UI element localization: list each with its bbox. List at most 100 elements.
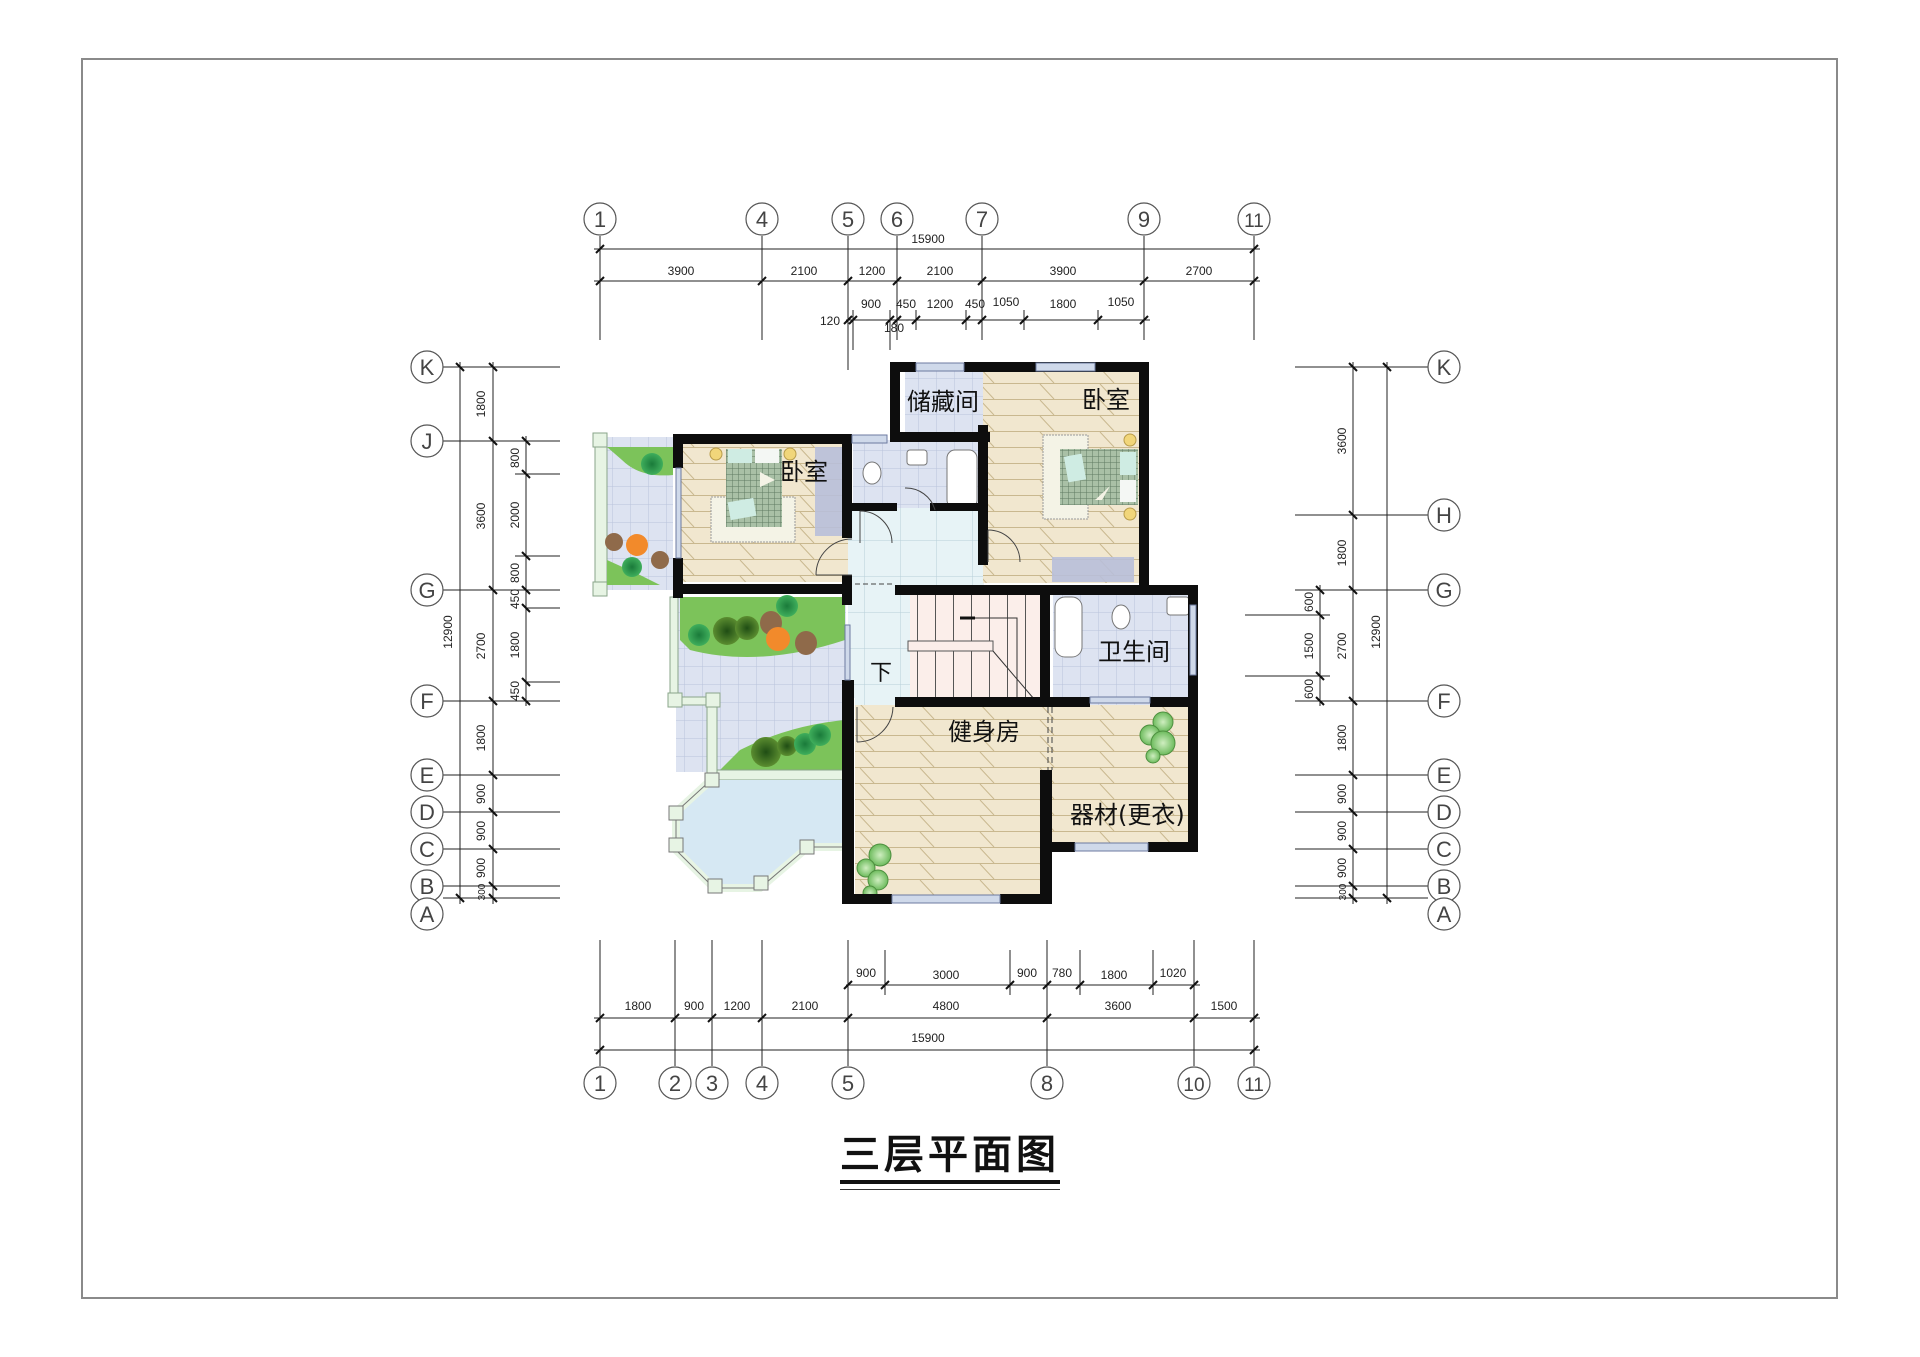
left-terrace — [667, 595, 846, 781]
room-label-bathroom: 卫生间 — [1098, 638, 1170, 666]
svg-text:1800: 1800 — [1335, 539, 1349, 566]
right-bedroom-wardrobe — [1052, 557, 1134, 582]
bottom-dimension-lines — [594, 940, 1260, 1066]
svg-text:9: 9 — [1138, 207, 1150, 232]
svg-text:3900: 3900 — [1050, 264, 1077, 278]
svg-text:900: 900 — [474, 858, 488, 878]
svg-text:1800: 1800 — [508, 631, 522, 658]
svg-text:B: B — [1437, 874, 1452, 899]
right-axis-labels: K H G F E D C B A — [1435, 355, 1452, 927]
right-dimension-text: 3600 1800 2700 12900 1800 900 900 900 30… — [1302, 427, 1383, 900]
bottom-axis-labels: 1 2 3 4 5 8 10 11 — [594, 1071, 1264, 1096]
svg-text:1800: 1800 — [474, 390, 488, 417]
svg-text:900: 900 — [684, 999, 704, 1013]
dim-top-total: 15900 — [911, 232, 945, 246]
svg-text:1800: 1800 — [625, 999, 652, 1013]
svg-text:1800: 1800 — [1050, 297, 1077, 311]
svg-text:A: A — [420, 902, 435, 927]
room-label-gym: 健身房 — [948, 718, 1020, 746]
svg-text:600: 600 — [1302, 679, 1316, 699]
svg-text:11: 11 — [1244, 1075, 1264, 1096]
svg-text:8: 8 — [1041, 1071, 1053, 1096]
room-label-storage: 储藏间 — [907, 388, 979, 416]
drawing-title-block: 三层平面图 — [840, 1122, 1060, 1190]
bottom-axis-bubbles — [583, 1066, 1271, 1100]
svg-text:600: 600 — [1302, 592, 1316, 612]
gym-floor — [855, 705, 1045, 900]
svg-text:6: 6 — [891, 207, 903, 232]
svg-text:2700: 2700 — [474, 632, 488, 659]
svg-text:3600: 3600 — [1105, 999, 1132, 1013]
title-underline-thin — [840, 1189, 1060, 1190]
svg-text:3000: 3000 — [933, 968, 960, 982]
svg-text:F: F — [1437, 689, 1450, 714]
svg-text:900: 900 — [474, 784, 488, 804]
bay-pool — [668, 772, 845, 894]
svg-text:1500: 1500 — [1302, 632, 1316, 659]
svg-text:H: H — [1436, 503, 1452, 528]
svg-text:10: 10 — [1183, 1075, 1204, 1096]
svg-text:B: B — [420, 874, 435, 899]
svg-text:780: 780 — [1052, 966, 1072, 980]
drawing-frame — [81, 58, 1838, 1299]
svg-text:1050: 1050 — [1108, 295, 1135, 309]
svg-text:300: 300 — [1338, 883, 1349, 900]
svg-text:1200: 1200 — [927, 297, 954, 311]
svg-text:450: 450 — [508, 681, 522, 701]
svg-text:900: 900 — [861, 297, 881, 311]
left-axis-bubbles — [410, 350, 444, 931]
svg-text:1500: 1500 — [1211, 999, 1238, 1013]
top-axis-bubbles — [583, 202, 1271, 236]
hall-lower — [855, 600, 895, 710]
stair-arrow-path — [965, 617, 1018, 698]
svg-text:1: 1 — [594, 1071, 606, 1096]
right-dimension-lines — [1245, 362, 1428, 904]
left-dimension-ticks — [455, 362, 531, 903]
svg-text:4: 4 — [756, 207, 768, 232]
svg-text:K: K — [1437, 355, 1452, 380]
walls — [673, 362, 1198, 904]
svg-text:4: 4 — [756, 1071, 768, 1096]
svg-text:1800: 1800 — [474, 724, 488, 751]
svg-text:1200: 1200 — [724, 999, 751, 1013]
svg-text:800: 800 — [508, 448, 522, 468]
right-axis-bubbles — [1427, 350, 1461, 931]
svg-text:3600: 3600 — [1335, 427, 1349, 454]
svg-text:1800: 1800 — [1335, 724, 1349, 751]
svg-text:1020: 1020 — [1160, 966, 1187, 980]
svg-text:G: G — [1435, 578, 1452, 603]
svg-text:900: 900 — [1335, 858, 1349, 878]
svg-text:3600: 3600 — [474, 502, 488, 529]
left-bedroom-wardrobe — [815, 447, 842, 536]
svg-text:900: 900 — [1017, 966, 1037, 980]
svg-text:120: 120 — [820, 314, 840, 328]
bottom-dimension-text: 900 3000 900 780 1800 1020 1800 900 1200… — [625, 966, 1238, 1045]
drawing-title: 三层平面图 — [840, 1132, 1060, 1178]
left-axis-labels: K J G F E D C B A — [418, 355, 435, 927]
svg-text:450: 450 — [965, 297, 985, 311]
svg-text:D: D — [419, 800, 435, 825]
svg-text:J: J — [422, 429, 433, 454]
room-label-bedroom-right: 卧室 — [1082, 386, 1130, 414]
svg-text:E: E — [1437, 763, 1452, 788]
svg-text:11: 11 — [1244, 211, 1264, 232]
svg-text:1200: 1200 — [859, 264, 886, 278]
bathroom-fixtures — [1054, 596, 1190, 658]
svg-text:2100: 2100 — [791, 264, 818, 278]
svg-text:300: 300 — [477, 883, 488, 900]
svg-text:5: 5 — [842, 1071, 854, 1096]
top-dimension-text: 15900 3900 2100 1200 2100 3900 2700 120 … — [668, 232, 1213, 335]
svg-text:7: 7 — [976, 207, 988, 232]
svg-text:C: C — [419, 837, 435, 862]
top-dimension-ticks — [595, 244, 1259, 325]
svg-text:900: 900 — [1335, 784, 1349, 804]
svg-text:900: 900 — [474, 821, 488, 841]
svg-text:1: 1 — [594, 207, 606, 232]
svg-text:4800: 4800 — [933, 999, 960, 1013]
room-label-equipment: 器材(更衣) — [1070, 801, 1185, 829]
title-underline-thick — [840, 1180, 1060, 1184]
svg-text:3900: 3900 — [668, 264, 695, 278]
svg-text:3: 3 — [706, 1071, 718, 1096]
right-bedroom-bed — [1042, 433, 1138, 521]
